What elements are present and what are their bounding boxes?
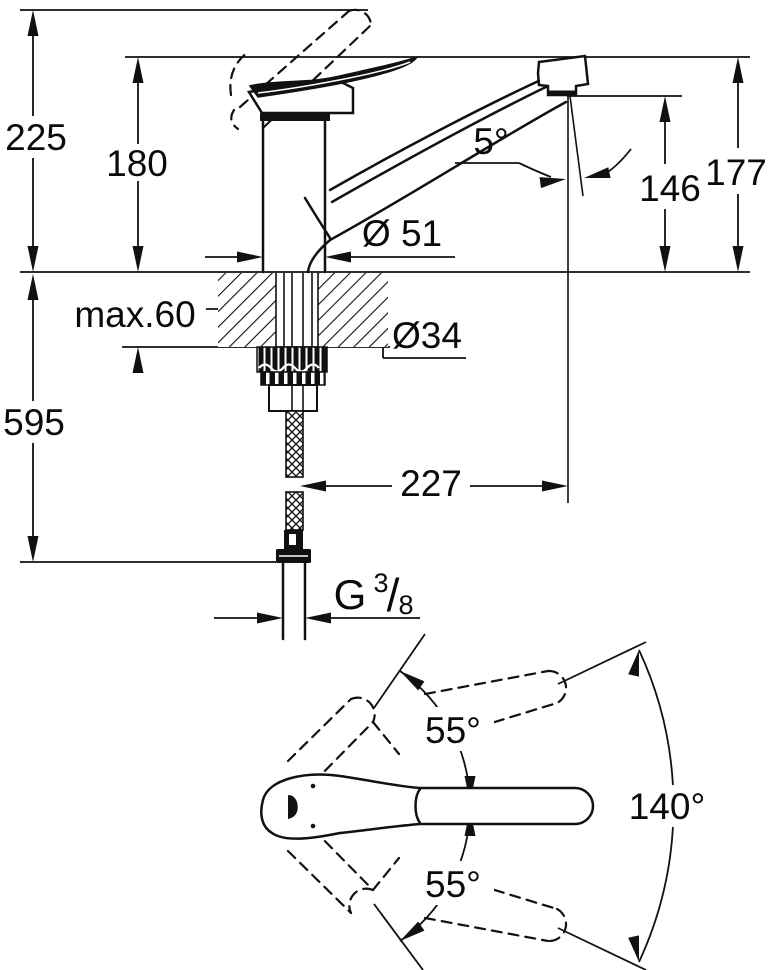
label-height-146: 146 bbox=[639, 168, 701, 209]
label-reach-227: 227 bbox=[400, 463, 462, 504]
label-max-60: max.60 bbox=[74, 294, 195, 335]
handle-top-view bbox=[260, 633, 675, 970]
label-thread-slash: / bbox=[387, 569, 400, 621]
label-swivel-lower: 55° bbox=[425, 864, 481, 905]
label-dia-51: Ø 51 bbox=[362, 213, 442, 254]
label-thread-den: 8 bbox=[398, 590, 413, 620]
water-stream bbox=[567, 95, 584, 503]
label-swivel-upper: 55° bbox=[425, 710, 481, 751]
dimension-reach-227 bbox=[300, 480, 568, 492]
dimension-height-180 bbox=[132, 57, 144, 272]
handle-lever bbox=[248, 55, 419, 98]
label-swivel-total: 140° bbox=[629, 786, 706, 827]
handle-plan-outline bbox=[260, 773, 595, 840]
dimension-max-60 bbox=[132, 347, 144, 373]
label-angle-5: 5° bbox=[473, 121, 508, 162]
supply-hose bbox=[276, 410, 311, 641]
dimension-height-225 bbox=[27, 10, 39, 272]
label-backgrounds bbox=[1, 116, 770, 905]
label-height-180: 180 bbox=[106, 143, 168, 184]
dimension-height-146 bbox=[659, 96, 671, 272]
handle-dot-marker bbox=[288, 795, 298, 819]
label-thread-g: G bbox=[334, 571, 367, 618]
mounting-shank bbox=[275, 273, 319, 347]
label-height-225: 225 bbox=[5, 117, 67, 158]
label-thread-num: 3 bbox=[373, 568, 388, 598]
faucet-side-view bbox=[229, 8, 590, 503]
mounting-nut bbox=[256, 346, 328, 412]
dimension-length-595 bbox=[27, 274, 39, 562]
countertop-section bbox=[218, 273, 388, 347]
label-height-177: 177 bbox=[705, 152, 767, 193]
dimension-height-177 bbox=[732, 57, 744, 272]
label-length-595: 595 bbox=[3, 402, 65, 443]
spout bbox=[303, 54, 590, 274]
dimension-thread-g38 bbox=[214, 612, 420, 624]
body-cap bbox=[260, 113, 330, 121]
spout-head bbox=[536, 54, 590, 97]
dimension-angle-5 bbox=[455, 148, 632, 189]
dimension-dia-51 bbox=[205, 251, 455, 263]
dimension-labels: 225 180 5° 146 177 Ø 51 max.60 Ø34 595 2… bbox=[3, 117, 767, 905]
label-dia-34: Ø34 bbox=[392, 315, 462, 356]
